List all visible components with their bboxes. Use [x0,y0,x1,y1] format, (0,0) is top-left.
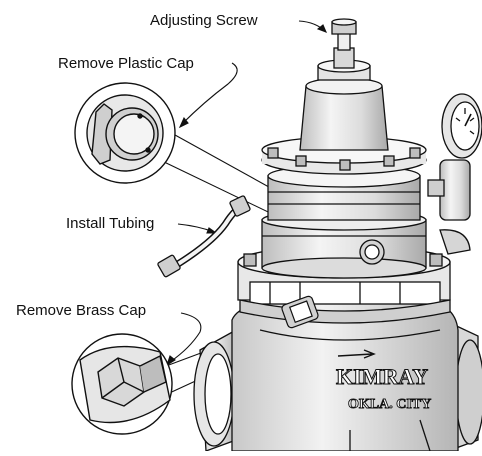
flange-bolt [429,253,443,267]
spring-housing [299,18,389,151]
plastic-cap-icon [113,113,155,155]
flange-bolt [339,159,351,171]
brand-marking: KIMRAY [336,364,428,389]
flange-bolt [383,155,395,167]
pressure-gauge [427,93,482,255]
flow-arrow-icon [337,349,376,359]
flange-bolt [243,253,257,267]
detail-brass-cap [71,333,173,435]
pilot-stack [261,136,427,279]
gauge-needle [464,113,472,127]
brass-cap [281,295,319,329]
callout-remove-plastic-cap: Remove Plastic Cap [58,55,194,72]
tubing [157,195,251,278]
callout-remove-brass-cap: Remove Brass Cap [16,302,147,319]
callout-install-tubing: Install Tubing [66,215,155,232]
tubing-fitting [157,254,181,278]
callout-adjusting-screw: Adjusting Screw [150,12,258,29]
city-marking: OKLA. CITY [348,397,431,412]
tubing-fitting [229,195,251,217]
leader-brass-cap [169,312,202,363]
leader-plastic-cap [181,62,238,125]
flange-bolt [267,147,279,159]
flange-bolt [295,155,307,167]
detail-plastic-cap [74,82,176,184]
valve-body [193,299,482,452]
flange-bolt [409,147,421,159]
